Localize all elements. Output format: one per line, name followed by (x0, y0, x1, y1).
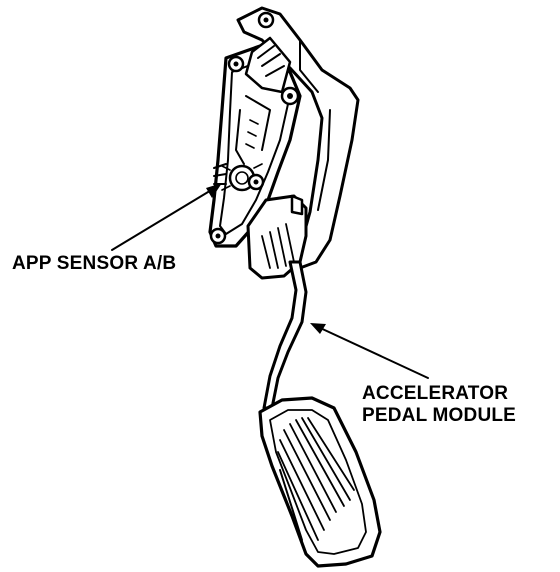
pedal-pad (258, 396, 382, 568)
sensor-housing (208, 36, 302, 248)
pedal-module-label: ACCELERATOR PEDAL MODULE (362, 383, 516, 427)
pedal-module-leader (310, 323, 429, 379)
mounting-bracket (236, 6, 360, 270)
pedal-arm (246, 194, 308, 410)
pedal-module-label-line2: PEDAL MODULE (362, 405, 517, 426)
pedal-module-arrowhead (310, 323, 326, 334)
app-sensor-arrowhead (206, 183, 222, 198)
pedal-module-label-line1: ACCELERATOR (362, 383, 509, 404)
app-sensor-leader (111, 183, 222, 251)
app-sensor-label: APP SENSOR A/B (12, 253, 177, 274)
